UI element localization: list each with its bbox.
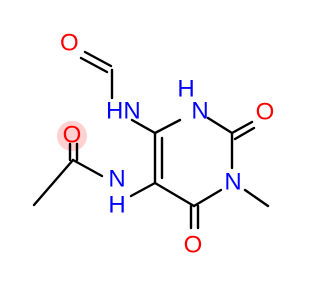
molecule-diagram: O HN H N O N N H O O bbox=[32, 29, 275, 258]
bond-lines bbox=[32, 50, 270, 230]
bond-n-c6 bbox=[130, 118, 157, 135]
atom-nh-formamide: HN bbox=[106, 97, 141, 124]
molecule-canvas: O HN H N O N N H O O bbox=[32, 29, 275, 258]
atom-nh-acetamide: N bbox=[108, 165, 125, 192]
highlight-circle bbox=[57, 121, 87, 151]
bond-c6-n1 bbox=[153, 118, 182, 135]
bond-nh-acetyl-c bbox=[71, 158, 104, 178]
atom-o-carbonyl-bottom: O bbox=[184, 231, 203, 258]
atom-o-formyl: O bbox=[60, 29, 79, 56]
bond-c5-nh bbox=[129, 181, 157, 198]
bond-n1-c2 bbox=[206, 116, 234, 135]
bond-n3-c4 bbox=[192, 188, 223, 208]
atom-o-carbonyl-right: O bbox=[256, 98, 275, 125]
atom-h-acetamide: H bbox=[108, 191, 125, 218]
bond-formyl-co-2 bbox=[79, 56, 109, 74]
bond-c2-o-2 bbox=[233, 126, 256, 141]
bond-n3-methyl bbox=[243, 188, 270, 208]
atom-n-ring-top: N bbox=[191, 97, 208, 124]
bond-formyl-co-1 bbox=[83, 50, 113, 68]
bond-acetyl-methyl bbox=[32, 158, 75, 207]
atom-h-ring: H bbox=[177, 75, 194, 102]
bond-c2-o-1 bbox=[230, 120, 254, 135]
bond-c4-c5 bbox=[153, 181, 196, 208]
atom-n-ring-bottom: N bbox=[224, 168, 241, 195]
atom-o-acetyl: O bbox=[63, 121, 82, 148]
